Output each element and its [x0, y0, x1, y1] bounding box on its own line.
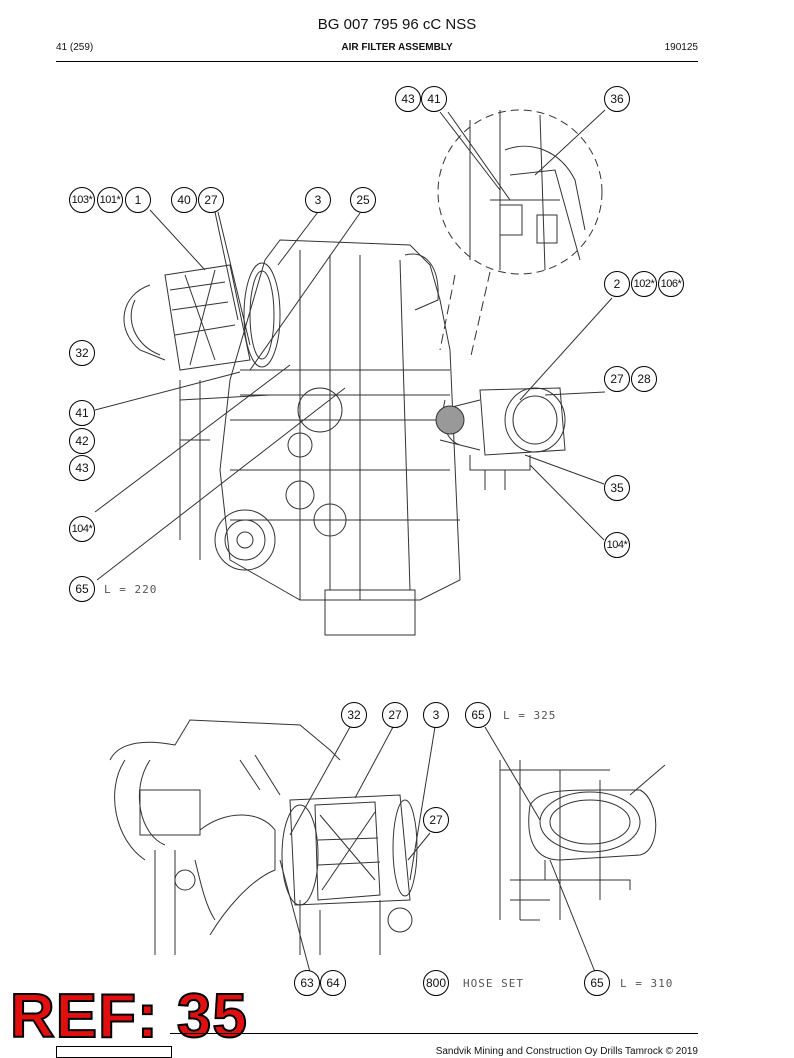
callout-101[interactable]: 101* [97, 187, 123, 213]
callout-32[interactable]: 32 [69, 340, 95, 366]
callout-102[interactable]: 102* [631, 271, 657, 297]
header-rule [56, 61, 698, 62]
callout-3[interactable]: 3 [305, 187, 331, 213]
callout-65c[interactable]: 65 [584, 970, 610, 996]
page-number: 41 (259) [56, 42, 94, 53]
callout-36[interactable]: 36 [604, 86, 630, 112]
dimension-l220: L = 220 [104, 583, 158, 596]
callout-40[interactable]: 40 [171, 187, 197, 213]
callout-64[interactable]: 64 [320, 970, 346, 996]
callout-42[interactable]: 42 [69, 428, 95, 454]
callout-41b[interactable]: 41 [69, 400, 95, 426]
dimension-l310: L = 310 [620, 977, 674, 990]
callout-2[interactable]: 2 [604, 271, 630, 297]
document-date: 190125 [664, 42, 698, 53]
callout-104-left[interactable]: 104* [69, 516, 95, 542]
callout-28[interactable]: 28 [631, 366, 657, 392]
callout-32b[interactable]: 32 [341, 702, 367, 728]
callout-27c[interactable]: 27 [382, 702, 408, 728]
callout-43b[interactable]: 43 [69, 455, 95, 481]
callout-41[interactable]: 41 [421, 86, 447, 112]
hose-set-label: HOSE SET [463, 977, 524, 990]
company-logo [56, 1046, 172, 1058]
callout-103[interactable]: 103* [69, 187, 95, 213]
callout-104-right[interactable]: 104* [604, 532, 630, 558]
footer-rule [170, 1033, 698, 1034]
callout-65b[interactable]: 65 [465, 702, 491, 728]
callout-43[interactable]: 43 [395, 86, 421, 112]
section-title: AIR FILTER ASSEMBLY [341, 42, 453, 53]
ref-badge: REF: 35 [9, 982, 248, 1051]
callout-27b[interactable]: 27 [604, 366, 630, 392]
footer-copyright: Sandvik Mining and Construction Oy Drill… [435, 1046, 698, 1057]
callout-27[interactable]: 27 [198, 187, 224, 213]
callout-3b[interactable]: 3 [423, 702, 449, 728]
callout-25[interactable]: 25 [350, 187, 376, 213]
callout-800[interactable]: 800 [423, 970, 449, 996]
callout-35[interactable]: 35 [604, 475, 630, 501]
document-title: BG 007 795 96 cC NSS [317, 16, 477, 33]
callout-1[interactable]: 1 [125, 187, 151, 213]
callout-27d[interactable]: 27 [423, 807, 449, 833]
dimension-l325: L = 325 [503, 709, 557, 722]
callout-65[interactable]: 65 [69, 576, 95, 602]
callout-106[interactable]: 106* [658, 271, 684, 297]
callout-63[interactable]: 63 [294, 970, 320, 996]
